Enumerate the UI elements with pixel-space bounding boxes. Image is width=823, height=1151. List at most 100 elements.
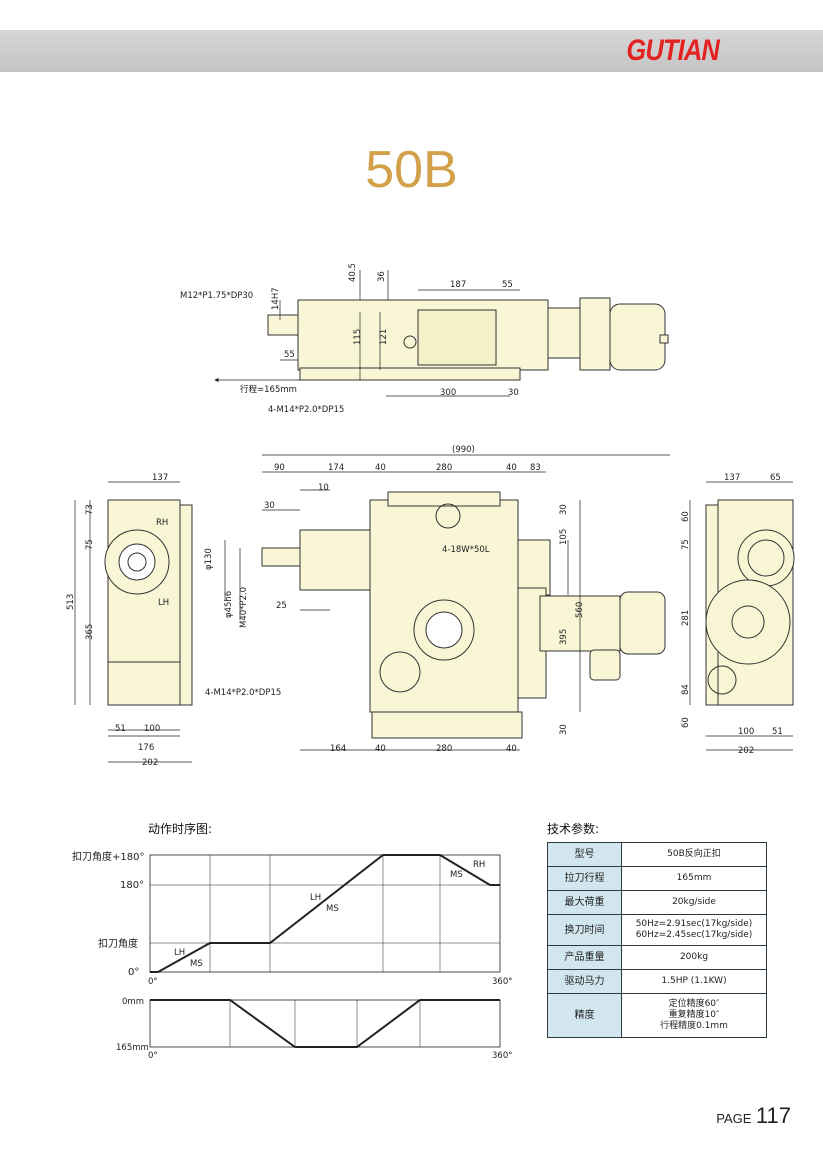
front-dim-40-c: 40 [375,744,386,754]
spec-value: 1.5HP (1.1KW) [621,969,767,994]
top-dim-55-top: 55 [502,280,513,290]
curve-label-ms-3: MS [450,870,463,880]
curve-label-lh-2: LH [310,893,321,903]
top-dim-300: 300 [440,388,456,398]
page-label: PAGE [716,1111,752,1126]
front-dim-990: (990) [452,445,475,455]
front-view-turret [413,599,475,661]
front-dim-280-a: 280 [436,463,452,473]
front-dim-40-a: 40 [375,463,386,473]
spec-key: 驱动马力 [547,969,622,994]
timing-label-180: 180° [120,880,144,891]
timing-title: 动作时序图: [148,822,213,836]
left-dim-75: 75 [85,539,95,550]
front-view-body [369,499,519,713]
spec-key: 产品重量 [547,945,622,970]
front-dim-40-d: 40 [506,744,517,754]
left-note-lh: LH [158,598,169,608]
front-dim-174: 174 [328,463,344,473]
front-dim-395: 395 [559,629,569,645]
spec-value: 50Hz=2.91sec(17kg/side) 60Hz=2.45sec(17k… [621,914,767,946]
left-dim-513: 513 [66,594,76,610]
right-dim-100: 100 [738,727,754,737]
spec-key: 最大荷重 [547,890,622,915]
front-view-shaft [261,547,301,567]
top-dim-121: 121 [379,329,389,345]
left-dim-365: 365 [85,624,95,640]
top-view-dimlines [214,270,520,397]
brand-logo: GUTIAN [626,34,720,67]
stroke-x-0: 0° [148,1051,158,1061]
curve-label-ms-1: MS [190,959,203,969]
front-dim-10: 10 [318,483,329,493]
front-dim-90: 90 [274,463,285,473]
spec-key: 精度 [547,993,622,1038]
right-view-lower-gear [705,579,791,665]
front-note-m40: M40*P2.0 [239,587,249,628]
page-number-value: 117 [755,1103,791,1128]
top-note-stroke: 行程=165mm [240,384,297,395]
top-dim-115: 115 [353,329,363,345]
spec-value: 50B反向正扣 [621,842,767,867]
stroke-label-165mm: 165mm [116,1043,149,1053]
right-dim-202: 202 [738,746,754,756]
left-note-rh: RH [156,518,168,528]
right-dim-60-top: 60 [681,511,691,522]
top-view-motor [609,303,666,371]
right-dim-281: 281 [681,610,691,626]
front-note-slot: 4-18W*50L [442,545,490,555]
top-view-base [299,367,521,381]
front-note-d45: φ45h6 [224,591,234,618]
timing-curve [150,854,500,973]
timing-x-360: 360° [492,977,512,987]
right-view-upper-gear [737,529,795,587]
curve-label-ms-2: MS [326,904,339,914]
stroke-x-360: 360° [492,1051,512,1061]
spec-key: 型号 [547,842,622,867]
front-view-base [371,711,523,739]
left-dim-202: 202 [142,758,158,768]
left-dim-100: 100 [144,724,160,734]
top-note-bolt: 4-M14*P2.0*DP15 [268,405,344,415]
left-dim-73: 73 [85,504,95,515]
front-view [261,491,666,739]
spec-value: 20kg/side [621,890,767,915]
right-dim-75: 75 [681,539,691,550]
front-note-d130: φ130 [204,548,214,570]
right-dim-51: 51 [772,727,783,737]
spec-key: 拉刀行程 [547,866,622,891]
top-dim-40-5: 40.5 [348,263,358,282]
curve-label-rh: RH [473,860,485,870]
top-dim-14h7: 14H7 [271,287,281,310]
front-dim-560: 560 [575,602,585,618]
left-dim-176: 176 [138,743,154,753]
spec-value: 200kg [621,945,767,970]
top-view-coupling [547,307,581,359]
right-view [705,499,795,706]
stroke-curve [150,999,500,1048]
spec-value: 165mm [621,866,767,891]
top-dim-187: 187 [450,280,466,290]
front-dim-30-top: 30 [559,504,569,515]
top-dim-30: 30 [508,388,519,398]
front-view-motor [619,591,666,655]
top-dim-55-left: 55 [284,350,295,360]
timing-chart [149,854,501,1048]
right-dim-84: 84 [681,684,691,695]
front-dim-280-b: 280 [436,744,452,754]
timing-label-clamp: 扣刀角度 [98,937,138,950]
model-title: 50B [365,141,458,199]
left-view [104,499,193,706]
left-dim-51: 51 [115,724,126,734]
top-note-thread: M12*P1.75*DP30 [180,291,253,301]
front-dim-25: 25 [276,601,287,611]
timing-label-0: 0° [128,967,139,978]
